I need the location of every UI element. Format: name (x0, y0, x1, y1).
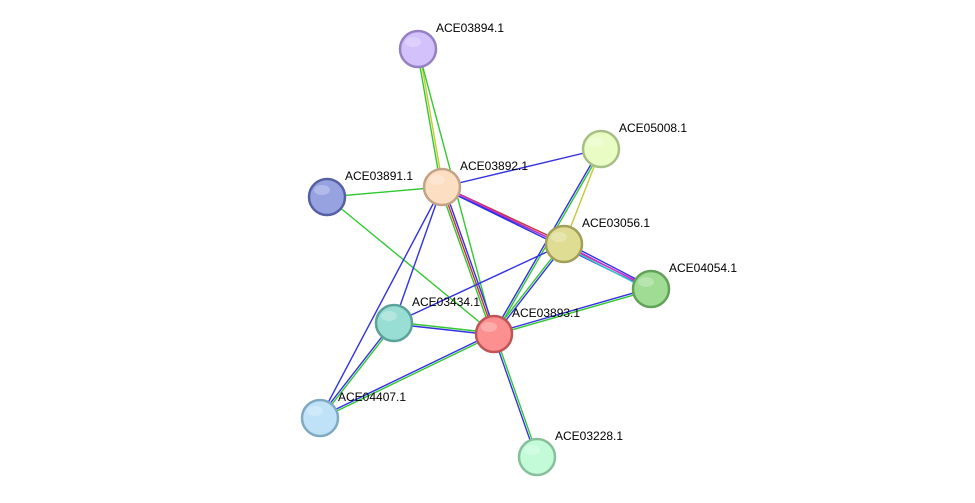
edge-line (493, 287, 651, 334)
node-ace03893-1[interactable]: ACE03893.1 (474, 306, 580, 354)
node-label: ACE05008.1 (619, 121, 687, 135)
edge-line (418, 48, 444, 187)
edge-ace03892-1-ace04407-1 (319, 186, 443, 419)
node-circle[interactable] (544, 224, 584, 264)
node-highlight (551, 232, 567, 242)
edge-line (494, 289, 652, 336)
edge-ace03891-1-ace03893-1 (326, 196, 495, 335)
node-label: ACE04407.1 (338, 390, 406, 404)
node-circle[interactable] (581, 129, 621, 169)
edge-ace03894-1-ace03892-1 (416, 48, 444, 188)
node-circle[interactable] (300, 398, 340, 438)
node-ace03892-1[interactable]: ACE03892.1 (422, 159, 528, 207)
edge-ace03056-1-ace03434-1 (393, 243, 565, 324)
edge-line (393, 243, 565, 324)
edge-line (443, 186, 497, 334)
edge-line (319, 332, 494, 418)
node-highlight (524, 445, 540, 455)
node-ace03228-1[interactable]: ACE03228.1 (517, 429, 623, 477)
node-label: ACE03434.1 (412, 295, 480, 309)
edge-line (492, 334, 537, 458)
node-label: ACE03228.1 (555, 429, 623, 443)
edge-line (320, 334, 495, 420)
edge-line (441, 186, 495, 335)
node-highlight (481, 322, 497, 332)
node-label: ACE03056.1 (582, 216, 650, 230)
node-highlight (429, 175, 445, 185)
node-label: ACE03894.1 (436, 21, 504, 35)
node-highlight (307, 406, 323, 416)
edge-line (393, 186, 443, 324)
node-ace03056-1[interactable]: ACE03056.1 (544, 216, 650, 264)
node-label: ACE03891.1 (345, 169, 413, 183)
node-circle[interactable] (517, 437, 557, 477)
edge-line (326, 196, 495, 335)
node-label: ACE04054.1 (669, 261, 737, 275)
edge-line (320, 323, 396, 420)
edge-ace03892-1-ace03893-1 (439, 186, 497, 335)
edge-ace03893-1-ace03228-1 (492, 333, 539, 458)
edge-line (319, 186, 443, 419)
edge-ace03892-1-ace03434-1 (393, 186, 443, 324)
node-circle[interactable] (422, 167, 462, 207)
node-highlight (314, 185, 330, 195)
edge-ace03893-1-ace04407-1 (319, 332, 495, 420)
node-ace05008-1[interactable]: ACE05008.1 (581, 121, 687, 169)
node-ace04054-1[interactable]: ACE04054.1 (631, 261, 737, 309)
edge-line (441, 148, 602, 188)
edge-ace03892-1-ace05008-1 (441, 148, 602, 188)
node-highlight (588, 137, 604, 147)
edge-line (318, 321, 394, 418)
node-circle[interactable] (474, 314, 514, 354)
node-circle[interactable] (398, 29, 438, 69)
edge-line (439, 187, 493, 335)
node-circle[interactable] (374, 303, 414, 343)
node-ace03891-1[interactable]: ACE03891.1 (307, 169, 413, 217)
node-highlight (381, 311, 397, 321)
edge-ace04054-1-ace03893-1 (493, 287, 652, 336)
edge-line (494, 333, 539, 457)
node-label: ACE03892.1 (460, 159, 528, 173)
node-ace04407-1[interactable]: ACE04407.1 (300, 390, 406, 438)
node-ace03434-1[interactable]: ACE03434.1 (374, 295, 480, 343)
node-highlight (405, 37, 421, 47)
node-highlight (638, 277, 654, 287)
edge-line (416, 49, 442, 188)
node-circle[interactable] (631, 269, 671, 309)
edge-ace03434-1-ace04407-1 (318, 321, 396, 420)
node-ace03894-1[interactable]: ACE03894.1 (398, 21, 504, 69)
node-circle[interactable] (307, 177, 347, 217)
node-label: ACE03893.1 (512, 306, 580, 320)
